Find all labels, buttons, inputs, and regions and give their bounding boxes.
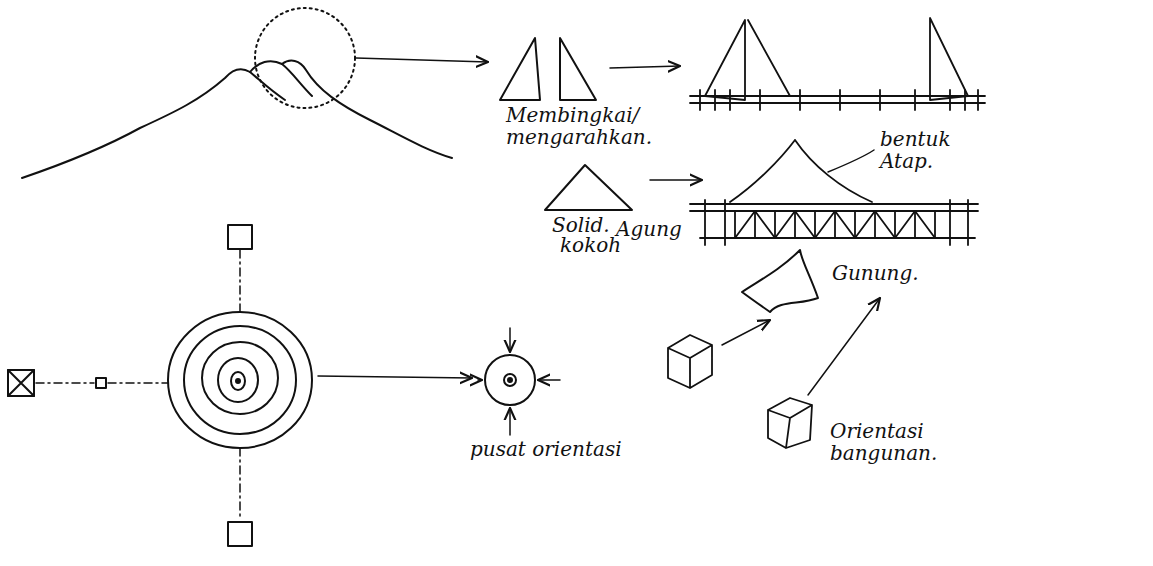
solid-triangle bbox=[545, 165, 632, 210]
arrow bbox=[808, 298, 880, 395]
annotation: Solid. bbox=[552, 214, 610, 236]
annotation: pusat orientasi bbox=[470, 438, 622, 460]
building-square bbox=[228, 225, 252, 249]
cross bbox=[8, 370, 34, 396]
building-square bbox=[228, 522, 252, 546]
center-dot bbox=[508, 378, 512, 382]
annotation: Membingkai/ mengarahkan. bbox=[506, 104, 646, 148]
center-dot bbox=[504, 374, 516, 386]
dotted-focus-circle bbox=[255, 8, 355, 108]
mountain bbox=[22, 61, 452, 178]
mountain-ridge bbox=[250, 64, 312, 100]
concentric-plan bbox=[168, 312, 312, 448]
annotation: kokoh bbox=[560, 234, 621, 256]
sail-triangle bbox=[560, 38, 596, 100]
arrow bbox=[650, 179, 702, 181]
annotation: Orientasi bangunan. bbox=[830, 420, 950, 464]
arrow bbox=[610, 66, 680, 68]
axis-line bbox=[36, 250, 240, 520]
sail-triangle bbox=[500, 38, 540, 100]
crossed-square bbox=[8, 370, 34, 396]
annotation: bentuk Atap. bbox=[880, 128, 990, 172]
cube bbox=[668, 335, 712, 388]
inward-arrows bbox=[478, 328, 560, 435]
center-circle bbox=[485, 355, 535, 405]
annotation: Gunung. bbox=[832, 262, 919, 284]
arrow bbox=[318, 376, 472, 378]
arrow bbox=[356, 58, 488, 62]
mountain-symbol bbox=[742, 250, 818, 312]
annotation: Agung bbox=[616, 218, 682, 240]
cube bbox=[768, 398, 812, 448]
frame-structure bbox=[690, 18, 985, 110]
small-square bbox=[96, 378, 106, 388]
roof-structure bbox=[690, 140, 978, 245]
arrow bbox=[722, 320, 770, 345]
leader-line bbox=[828, 150, 874, 172]
